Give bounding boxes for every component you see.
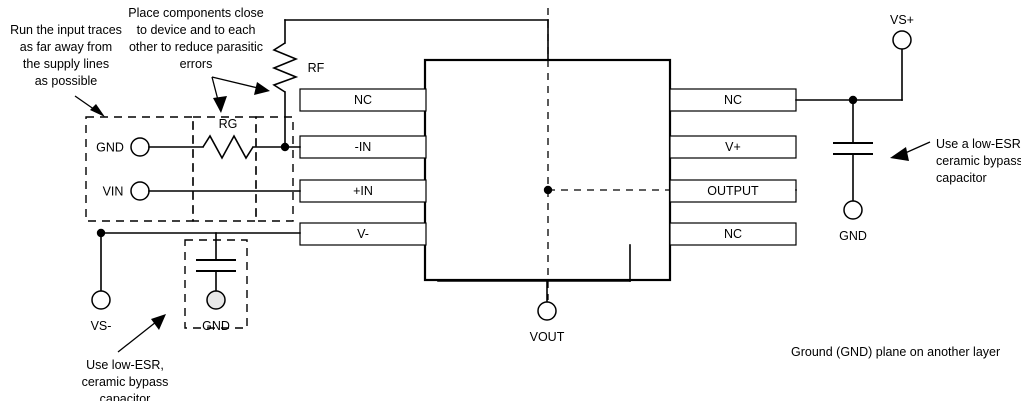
annotation-arrow-input-traces-head [90,104,105,117]
resistor-rg [202,134,254,160]
annotation-input-traces-line1: Run the input traces [10,23,122,37]
pin-label-right-nc-bottom: NC [724,227,742,241]
annotation-ground-plane: Ground (GND) plane on another layer [791,345,1000,359]
pin-label-right-nc-top: NC [724,93,742,107]
component-label-rf: RF [308,61,325,75]
annotation-place-components-line2: to device and to each [137,23,256,37]
pin-label-negative-supply: V- [357,227,369,241]
terminal-vin [130,181,150,201]
ic-center-junction-dot [543,185,553,195]
annotation-input-traces-line4: as possible [35,74,98,88]
pin-label-output: OUTPUT [707,184,759,198]
pin-label-left-nc: NC [354,93,372,107]
terminal-vs-plus [892,30,912,50]
terminal-label-gnd-input: GND [96,141,124,155]
terminal-label-vin: VIN [103,185,124,199]
dashed-box-input-region [85,116,194,222]
component-label-rg: RG [219,117,238,131]
annotation-input-traces-line2: as far away from [20,40,112,54]
annotation-input-traces-line3: the supply lines [23,57,109,71]
annotation-bypass-positive-line3: capacitor [936,171,987,185]
terminal-label-gnd-negative-bypass: GND [202,319,230,333]
terminal-vs-minus [91,290,111,310]
annotation-bypass-negative-line3: capacitor [100,392,151,401]
annotation-arrow-bypass-positive-line [902,141,931,155]
annotation-place-components-line1: Place components close [128,6,264,20]
annotation-bypass-positive-line2: ceramic bypass [936,154,1021,168]
annotation-place-components-line3: other to reduce parasitic [129,40,263,54]
dashed-box-rg-region [192,116,257,222]
terminal-gnd-input [130,137,150,157]
resistor-rf [271,42,299,93]
annotation-arrow-to-rf-line [211,76,259,89]
pin-label-inverting-input: -IN [355,140,372,154]
terminal-label-vout: VOUT [530,330,565,344]
terminal-label-vs-plus: VS+ [890,13,914,27]
annotation-bypass-positive-line1: Use a low-ESR, [936,137,1021,151]
annotation-arrow-to-rf-head [254,82,270,95]
terminal-label-gnd-positive-bypass: GND [839,229,867,243]
annotation-arrow-bypass-negative-line [117,321,157,353]
annotation-bypass-negative-line1: Use low-ESR, [86,358,164,372]
dashed-box-feedback-node-region [255,116,294,222]
pin-label-positive-supply: V+ [725,140,741,154]
terminal-label-vs-minus: VS- [91,319,112,333]
pin-box-right-nc-bottom [669,222,797,246]
pin-label-noninverting-input: +IN [353,184,373,198]
annotation-bypass-negative-line2: ceramic bypass [82,375,169,389]
annotation-arrow-bypass-positive-head [890,147,909,161]
pin-box-output [669,179,797,203]
pin-box-left-nc [299,88,427,112]
annotation-place-components-line4: errors [180,57,213,71]
pin-box-negative-supply [299,222,427,246]
terminal-gnd-positive-bypass [843,200,863,220]
annotation-arrow-to-rg-head [213,96,227,113]
terminal-gnd-negative-bypass [206,290,226,310]
pin-box-positive-supply [669,135,797,159]
junction-dot-inverting-node [280,142,290,152]
terminal-vout [537,301,557,321]
annotation-arrow-bypass-negative-head [151,314,166,330]
